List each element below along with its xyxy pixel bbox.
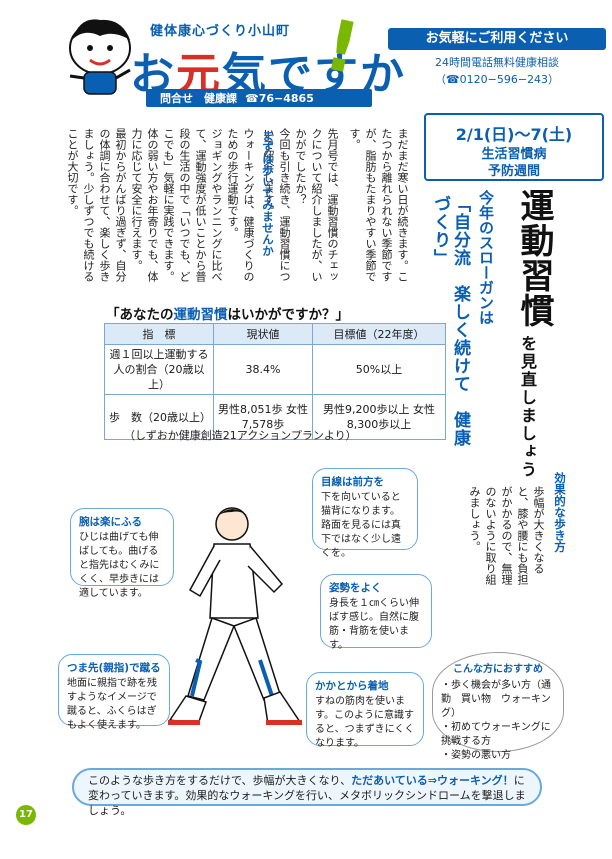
side-tip-title: 効果的な歩き方 [553,472,567,553]
recommend-box: こんな方におすすめ ・歩く機会が多い方（通勤 買い物 ウォーキング） ・初めてウ… [432,652,564,761]
table-header-row: 指 標 現状値 目標値（22年度） [104,323,446,345]
paragraph-7: 最初からがんばり過ぎず、自分の体調に合わせて、楽しく歩きましょう。少しずつでも続… [66,128,127,282]
paragraph-6: 体の弱い方やお年寄りでも、体力に応じて安全に行えます。 [130,128,159,282]
table-cell: 男性9,200歩以上 女性8,300歩以上 [312,394,446,440]
table-source-note: （しずおか健康創造21アクションプランより） [124,429,357,442]
table-cell: 38.4% [213,344,313,395]
mascot-illustration [69,19,131,95]
summary-banner: このような歩き方をするだけで、歩幅が大きくなり、ただあいている⇒ウォーキング！に… [72,768,542,817]
exercise-table: 指 標 現状値 目標値（22年度） 週１回以上運動する人の割合（20歳以上） 3… [104,323,446,440]
table-header: 現状値 [213,323,313,345]
headline-sub: を見直しましょう [518,335,537,479]
callout-posture-text: 身長を１㎝くらい伸ばす感じ。自然に腹筋・背筋を使います。 [329,598,419,651]
callout-arms: 腕は楽にふる ひじは曲げても伸ばしても。曲げると指先はむくみにくく、早歩きには適… [70,508,174,599]
page-number: 17 [16,805,36,825]
paragraph-2: 先月号では、運動習慣のチェックについて紹介しましたが、いかがでしたか？ [294,128,339,282]
headline-main: 運動習慣 [514,188,554,328]
event-name-2: 予防週間 [487,164,540,179]
hotline-desc: 24時間電話無料健康相談 [435,56,559,69]
side-tip-text: 歩幅が大きくなると、膝や腰にも負担がかかるので、無理のないように取り組みましょう… [468,486,545,585]
paragraph-3: 今回も引き続き、運動習慣について紹介します。 [262,128,291,282]
callout-arms-title: 腕は楽にふる [79,516,142,528]
callout-heel-text: すねの筋肉を使います。このように意識すると、つまずきにくくなります。 [315,696,415,749]
callout-toes-title: つま先(親指)で蹴る [67,662,161,674]
table-header: 目標値（22年度） [312,323,446,345]
hotline-number: （☎0120−596−243） [434,73,560,86]
table-header: 指 標 [104,323,214,345]
table-title: 「あなたの運動習慣はいかがですか？」 [106,303,396,323]
table-title-pre: 「あなたの [106,307,174,323]
callout-heel: かかとから着地 すねの筋肉を使います。このように意識すると、つまずきにくくなりま… [306,672,424,749]
banner-emphasis: ただあいている⇒ウォーキング！ [351,774,514,787]
paragraph-5: ジョギングやランニングに比べて、運動強度が低いことから普段の生活の中で「いつでも… [162,128,223,282]
callout-eyes-title: 目線は前方を [321,476,384,488]
table-row: 歩 数（20歳以上） 男性8,051歩 女性7,578歩 男性9,200歩以上 … [104,394,446,440]
table-row: 週１回以上運動する人の割合（20歳以上） 38.4% 50%以上 [104,344,446,395]
event-box: 2/1(日)～7(土) 生活習慣病 予防週間 [424,113,604,181]
contact-bar: 問合せ 健康課 ☎76−4865 [146,89,372,107]
callout-toes: つま先(親指)で蹴る 地面に親指で跡を残すようなイメージで蹴ると、ふくらはぎもよ… [58,654,170,731]
table-cell: 歩 数（20歳以上） [104,394,214,440]
body-text-3: ウォーキングは、健康づくりのための歩行運動です。 ジョギングやランニングに比べて… [60,128,256,288]
table-cell: 週１回以上運動する人の割合（20歳以上） [104,344,214,395]
table-title-post: はいかがですか？」 [227,307,350,323]
table-cell: 50%以上 [312,344,446,395]
recommend-item: ・姿勢の悪い方 [441,750,511,761]
paragraph-1: まだまだ寒い日が続きます。こたつから離れられない季節ですが、脂肪もたまりやすい季… [348,128,409,282]
callout-posture: 姿勢をよく 身長を１㎝くらい伸ばす感じ。自然に腹筋・背筋を使います。 [320,574,432,651]
contact-label: 問合せ 健康課 [160,92,237,105]
callout-eyes: 目線は前方を 下を向いていると猫背になります。路面を見るには真下ではなく少し遠く… [312,468,418,559]
section-heading: まずは歩いてみませんか [261,130,275,257]
callout-eyes-text: 下を向いていると猫背になります。路面を見るには真下ではなく少し遠くを。 [321,492,401,559]
hotline-box: お気軽にご利用ください 24時間電話無料健康相談 （☎0120−596−243） [388,28,606,98]
event-date: 2/1(日)～7(土) [455,125,573,144]
paragraph-4: ウォーキングは、健康づくりのための歩行運動です。 [226,128,255,282]
hotline-title: お気軽にご利用ください [388,28,606,50]
banner-text-post: に変わっていきます。効果的なウォーキングを行い、メタボリックシンドロームを撃退し… [88,774,526,817]
body-text-1: まだまだ寒い日が続きます。こたつから離れられない季節ですが、脂肪もたまりやすい季… [342,128,410,288]
callout-heel-title: かかとから着地 [315,680,389,692]
recommend-item: ・歩く機会が多い方（通勤 買い物 ウォーキング） [441,680,551,719]
recommend-item: ・初めてウォーキングに挑戦する方 [441,722,551,747]
callout-arms-text: ひじは曲げても伸ばしても。曲げると指先はむくみにくく、早歩きには適しています。 [79,532,160,599]
header-subtitle: 健体康心づくり小山町 [150,24,291,39]
recommend-title: こんな方におすすめ [453,664,543,675]
contact-tel: ☎76−4865 [245,91,314,105]
callout-posture-title: 姿勢をよく [329,582,382,594]
event-name-1: 生活習慣病 [481,147,547,162]
walking-person-illustration [168,507,302,725]
table-title-highlight: 運動習慣 [173,307,228,323]
slogan-label: 今年のスローガンは [477,190,495,325]
callout-toes-text: 地面に親指で跡を残すようなイメージで蹴ると、ふくらはぎもよく使えます。 [67,678,157,731]
body-text-2: 先月号では、運動習慣のチェックについて紹介しましたが、いかがでしたか？ 今回も引… [262,128,340,288]
table-cell: 男性8,051歩 女性7,578歩 [213,394,313,440]
banner-text-pre: このような歩き方をするだけで、歩幅が大きくなり、 [88,774,352,787]
slogan-text: 「自分流 楽しく続けて 健康づくり」 [430,195,470,447]
